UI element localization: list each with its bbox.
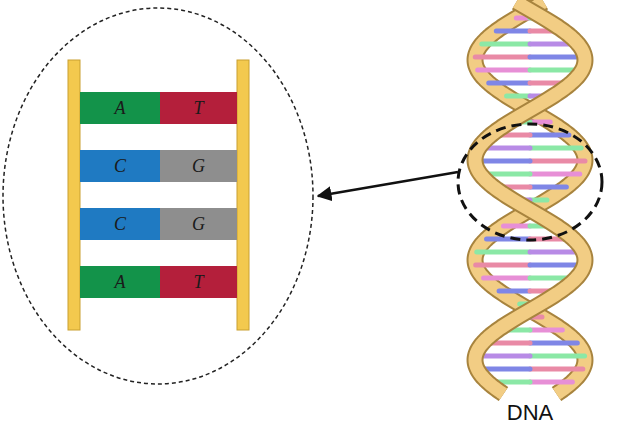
- base-block: C: [80, 150, 160, 182]
- base-block: A: [80, 92, 160, 124]
- base-letter: A: [115, 272, 126, 293]
- base-block: C: [80, 208, 160, 240]
- base-block: G: [160, 208, 237, 240]
- helix-base: [507, 94, 530, 99]
- dna-helix: [475, 2, 585, 394]
- base-block: A: [80, 266, 160, 298]
- helix-base: [530, 341, 577, 346]
- helix-base: [478, 68, 530, 73]
- base-letter: G: [192, 214, 205, 235]
- helix-base: [530, 367, 583, 372]
- backbone-rail: [68, 60, 80, 330]
- helix-base: [489, 81, 530, 86]
- helix-base: [530, 354, 585, 359]
- base-block: T: [160, 92, 237, 124]
- focus-ellipse: [458, 124, 602, 240]
- helix-base: [477, 250, 530, 255]
- helix-base: [530, 159, 585, 164]
- base-letter: C: [114, 156, 126, 177]
- helix-base: [530, 328, 562, 333]
- zoom-arrow: [318, 172, 458, 196]
- helix-strand: [475, 2, 585, 394]
- base-letter: C: [114, 214, 126, 235]
- base-letter: T: [193, 272, 203, 293]
- zoom-ellipse: [3, 8, 313, 384]
- base-letter: T: [193, 98, 203, 119]
- helix-base: [476, 263, 530, 268]
- backbone-rail: [237, 60, 249, 330]
- helix-base: [475, 55, 530, 60]
- base-letter: A: [115, 98, 126, 119]
- helix-base: [482, 42, 530, 47]
- helix-base: [499, 289, 530, 294]
- helix-base: [530, 185, 566, 190]
- helix-base: [530, 172, 580, 177]
- base-letter: G: [192, 156, 205, 177]
- helix-base: [504, 224, 530, 229]
- helix-strand: [475, 2, 585, 394]
- helix-strand-edge: [475, 2, 585, 394]
- helix-base: [530, 380, 572, 385]
- helix-base: [487, 237, 530, 242]
- helix-base: [484, 276, 530, 281]
- helix-strand-edge: [475, 2, 585, 394]
- dna-label: DNA: [507, 400, 553, 426]
- base-block: T: [160, 266, 237, 298]
- helix-base: [530, 133, 569, 138]
- base-block: G: [160, 150, 237, 182]
- helix-base: [496, 29, 530, 34]
- helix-base: [530, 146, 581, 151]
